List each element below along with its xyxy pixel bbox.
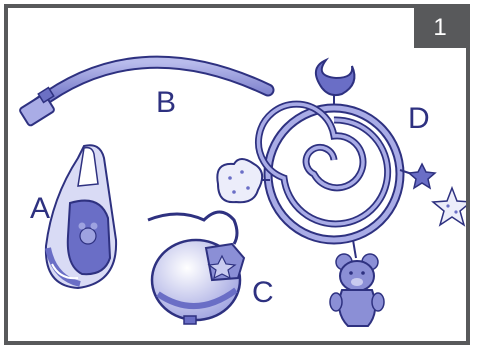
mobile-arm-illustration [19, 62, 268, 126]
label-part-a: A [30, 194, 50, 224]
illustration-frame: 1 [4, 4, 470, 345]
label-part-b: B [156, 88, 176, 118]
music-box-illustration [148, 212, 244, 324]
parts-illustration [8, 8, 470, 345]
projector-unit-illustration [46, 145, 116, 288]
label-part-d: D [408, 104, 430, 134]
label-part-c: C [252, 278, 274, 308]
